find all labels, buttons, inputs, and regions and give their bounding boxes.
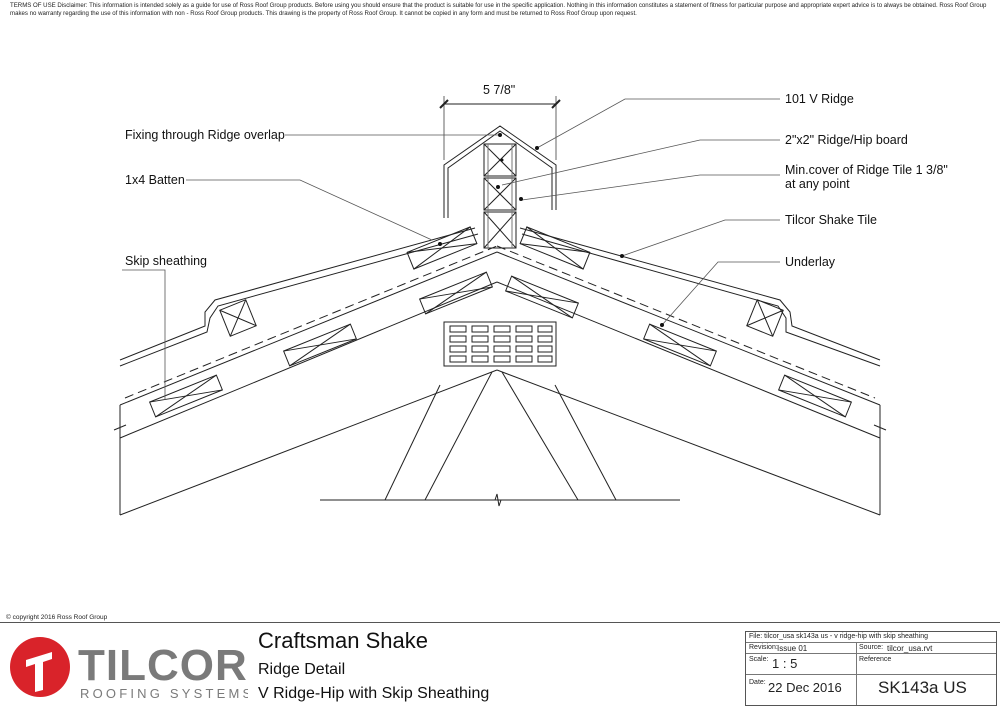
- batten-eave-right: [746, 299, 784, 337]
- sheathing-board: [148, 374, 224, 418]
- label-batten: 1x4 Batten: [125, 173, 185, 187]
- leader-ridge: [536, 98, 780, 149]
- logo-sub: ROOFING SYSTEMS: [80, 686, 248, 701]
- rafter-right-top: [496, 251, 881, 406]
- truss-web-1: [384, 384, 441, 501]
- rafter-right-bottom: [496, 281, 881, 439]
- label-ridge-board: 2"x2" Ridge/Hip board: [785, 133, 908, 147]
- label-skip-sheathing: Skip sheathing: [125, 254, 207, 268]
- ridge-board-top: [483, 143, 517, 177]
- underlay-right: [496, 245, 876, 399]
- tile-left: [119, 227, 476, 361]
- leader-skip: [122, 269, 166, 400]
- sheathing-board: [642, 323, 718, 367]
- truss-web-2: [424, 371, 493, 501]
- leader-underlay: [661, 261, 780, 326]
- rafter-left-top: [119, 251, 498, 406]
- tilcor-logo: TILCOR ROOFING SYSTEMS: [10, 637, 248, 701]
- truss-web-4: [554, 384, 617, 501]
- file-name: File: tilcor_usa sk143a us - v ridge-hip…: [749, 633, 928, 640]
- label-fixing: Fixing through Ridge overlap: [125, 128, 285, 142]
- disclaimer-text: TERMS OF USE Disclaimer: This informatio…: [10, 2, 987, 17]
- ridge-board-mid: [483, 177, 517, 211]
- source-label: Source:: [859, 644, 884, 651]
- sheathing-board: [418, 271, 494, 315]
- revision-label: Revision:: [749, 644, 778, 651]
- drawing-title: Craftsman Shake: [258, 628, 428, 653]
- logo-brand: TILCOR: [78, 641, 248, 690]
- reference-label: Reference: [859, 656, 892, 663]
- leader-tile: [621, 219, 780, 257]
- truss-web-3: [501, 371, 579, 501]
- ceiling-right: [496, 369, 881, 516]
- info-table: File: tilcor_usa sk143a us - v ridge-hip…: [745, 631, 997, 706]
- label-min-cover-1: Min.cover of Ridge Tile 1 3/8": [785, 163, 948, 177]
- v-ridge-cap: [443, 125, 557, 218]
- ridge-detail-drawing: 5 7/8" Fixing through Ridge overlap 1x4 …: [113, 83, 948, 516]
- scale-value: 1 : 5: [772, 656, 798, 671]
- leader-batten: [186, 179, 433, 241]
- revision-value: Issue 01: [777, 644, 808, 653]
- ridge-board-bottom: [483, 211, 517, 249]
- sheathing-board: [504, 275, 580, 319]
- label-shake-tile: Tilcor Shake Tile: [785, 213, 877, 227]
- drawing-subtitle-2: V Ridge-Hip with Skip Sheathing: [258, 685, 490, 702]
- rafter-left-bottom: [119, 281, 498, 439]
- label-min-cover-2: at any point: [785, 177, 850, 191]
- sheathing-board: [777, 374, 853, 418]
- scale-label: Scale:: [749, 656, 769, 663]
- batten-eave-left: [219, 299, 257, 337]
- dimension-label: 5 7/8": [483, 83, 515, 97]
- leader-cover: [521, 174, 780, 201]
- underlay-left: [124, 245, 498, 399]
- sheathing-board: [282, 323, 358, 367]
- reference-value: SK143a US: [878, 678, 967, 697]
- date-label: Date:: [749, 679, 766, 686]
- label-underlay: Underlay: [785, 255, 836, 269]
- copyright-text: © copyright 2016 Ross Roof Group: [6, 614, 108, 621]
- vent-grille: [443, 321, 557, 367]
- leader-board: [501, 139, 780, 186]
- label-v-ridge: 101 V Ridge: [785, 92, 854, 106]
- drawing-subtitle-1: Ridge Detail: [258, 661, 346, 678]
- source-value: tilcor_usa.rvt: [887, 644, 933, 653]
- divider: [0, 622, 1000, 623]
- batten-top-right: [519, 226, 591, 270]
- ceiling-left: [119, 369, 498, 516]
- tile-right: [519, 227, 881, 361]
- batten-top-left: [406, 226, 478, 270]
- date-value: 22 Dec 2016: [768, 680, 842, 695]
